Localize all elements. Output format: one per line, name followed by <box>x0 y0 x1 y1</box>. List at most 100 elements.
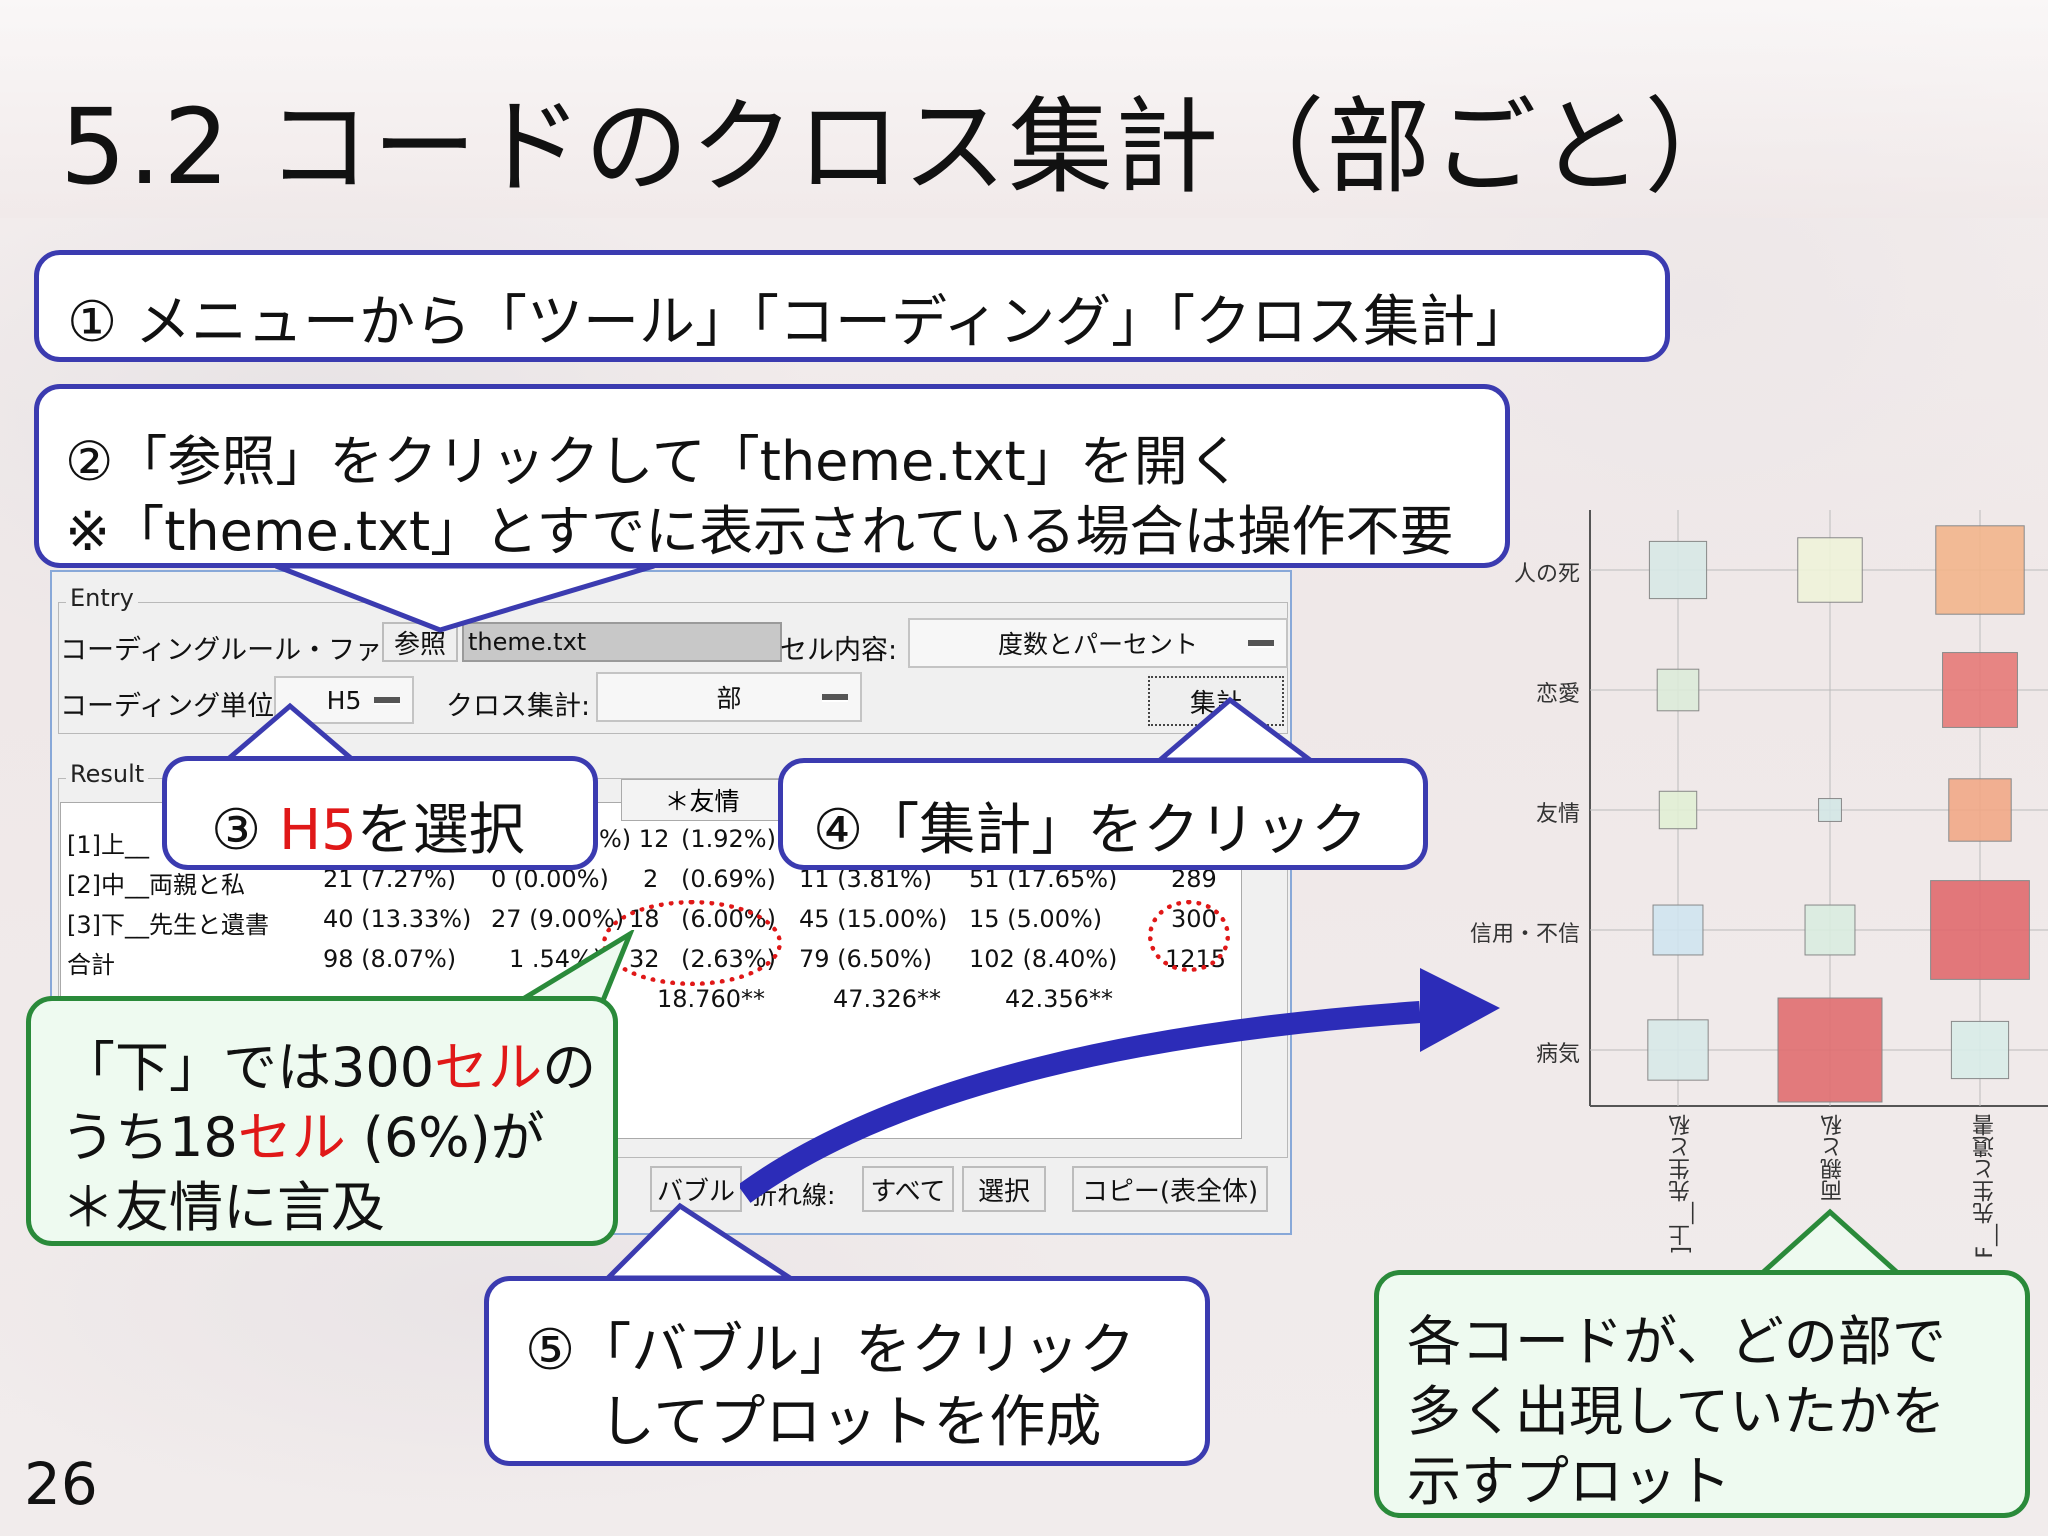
table-row-label: [3]下__先生と遺書 <box>67 911 269 939</box>
bubble-mark <box>1942 652 2018 728</box>
bubble-plot-canvas <box>1589 510 2048 1107</box>
x-label-2: F__先生と遺書 <box>1973 1114 1998 1259</box>
coding-unit-label: コーディング単位: <box>60 691 284 722</box>
note-highlight: セル <box>434 1036 543 1099</box>
step4-pointer <box>1153 696 1318 763</box>
entry-label: Entry <box>66 584 138 612</box>
plot-note-callout: 各コードが、どの部で 多く出現していたかを 示すプロット <box>1374 1270 2030 1518</box>
bubble-mark <box>1935 525 2025 615</box>
step3-callout: ③ H5を選択 <box>162 756 598 870</box>
note-line2: うち18セル (6%)が <box>61 1093 545 1172</box>
step5-text-line2: してプロットを作成 <box>599 1390 1102 1455</box>
bubble-mark <box>1648 540 1708 600</box>
step1-callout: ① メニューから「ツール」「コーディング」「クロス集計」 <box>34 250 1670 362</box>
cell-content-value: 度数とパーセント <box>997 630 1198 659</box>
note-text: うち18 <box>61 1106 238 1169</box>
coding-unit-value: H5 <box>326 685 362 715</box>
note-line3: ＊友情に言及 <box>61 1176 385 1239</box>
page-number: 26 <box>24 1450 98 1518</box>
plot-note-line2: 多く出現していたかを <box>1407 1380 1946 1443</box>
slide-title: 5.2 コードのクロス集計（部ごと） <box>60 86 1751 208</box>
table-row-label: [1]上__ <box>67 831 149 859</box>
crosstab-select[interactable]: 部 <box>596 672 862 722</box>
arrow-to-plot <box>740 968 1500 1203</box>
y-label-4: 病気 <box>1535 1042 1580 1067</box>
highlight-300-cells <box>1148 900 1230 972</box>
bubble-mark <box>1930 880 2030 980</box>
copy-table-button[interactable]: コピー(表全体) <box>1072 1166 1268 1212</box>
bubble-mark <box>1797 537 1863 603</box>
plot-note-line3: 示すプロット <box>1407 1450 1731 1513</box>
note-text: の <box>542 1036 597 1099</box>
chi-square-value: 42.356** <box>1005 985 1113 1013</box>
chi-square-value: 18.760** <box>657 985 765 1013</box>
dropdown-arrow-icon <box>822 694 848 702</box>
step1-text: ① メニューから「ツール」「コーディング」「クロス集計」 <box>67 290 1532 355</box>
bubble-plot: 人の死 恋愛 友情 信用・不信 病気 ]上__先生と私 両親と私 F__先生と遺… <box>1440 490 2048 1290</box>
table-row-label: 合計 <box>67 951 115 979</box>
bubble-plot-button[interactable]: バブル <box>650 1166 742 1212</box>
column-header-friendship[interactable]: ＊友情 <box>621 779 783 821</box>
step3-highlight: H5 <box>279 798 357 863</box>
note-line1: 「下」では300セルの <box>61 1023 596 1102</box>
note-text: (6%)が <box>345 1106 545 1169</box>
table-cell: 40 (13.33%) <box>323 905 472 933</box>
bubble-mark <box>1950 1020 2010 1080</box>
plot-note-line1: 各コードが、どの部で <box>1407 1310 1946 1373</box>
table-row-label: [2]中__両親と私 <box>67 871 245 899</box>
line-select-button[interactable]: 選択 <box>962 1166 1046 1212</box>
bubble-mark <box>1818 798 1842 822</box>
step4-callout: ④「集計」をクリック <box>778 758 1428 870</box>
y-label-0: 人の死 <box>1513 562 1580 587</box>
step4-text: ④「集計」をクリック <box>813 798 1368 863</box>
bubble-mark <box>1656 668 1700 712</box>
note-text: 「下」では300 <box>61 1036 435 1099</box>
step3-text: ③ H5を選択 <box>211 785 525 866</box>
step2-text-line2: ※「theme.txt」とすでに表示されている場合は操作不要 <box>65 500 1454 563</box>
cell-content-label: セル内容: <box>780 635 898 666</box>
table-cell: %) 12 <box>599 825 670 853</box>
table-cell: 27 (9.00%) <box>491 905 625 933</box>
y-label-2: 友情 <box>1535 802 1580 827</box>
rule-file-field[interactable]: theme.txt <box>462 622 782 662</box>
step5-callout: ⑤「バブル」をクリック してプロットを作成 <box>484 1276 1210 1466</box>
note-highlight: セル <box>237 1106 346 1169</box>
table-cell: 98 (8.07%) <box>323 945 457 973</box>
title-band <box>0 0 2048 218</box>
x-label-1: 両親と私 <box>1821 1114 1846 1202</box>
cell-content-select[interactable]: 度数とパーセント <box>908 618 1288 668</box>
entry-group <box>58 602 1288 734</box>
bubble-mark <box>1652 904 1704 956</box>
table-cell: 2 <box>643 865 659 893</box>
bubble-mark <box>1658 790 1698 830</box>
crosstab-value: 部 <box>716 684 742 713</box>
step3-rest: を選択 <box>356 798 525 863</box>
table-cell: 45 (15.00%) <box>799 905 948 933</box>
table-cell: 102 (8.40%) <box>969 945 1118 973</box>
result-group <box>58 778 1288 1158</box>
bubble-mark <box>1804 904 1856 956</box>
step2-callout: ②「参照」をクリックして「theme.txt」を開く ※「theme.txt」と… <box>34 384 1510 568</box>
table-cell: (1.92%) <box>681 825 776 853</box>
chi-square-value: 47.326** <box>833 985 941 1013</box>
dropdown-arrow-icon <box>374 697 400 705</box>
result-label: Result <box>66 760 149 788</box>
table-cell: 79 (6.50%) <box>799 945 933 973</box>
crosstab-label: クロス集計: <box>446 691 591 722</box>
step5-text-line1: ⑤「バブル」をクリック <box>525 1318 1136 1383</box>
bubble-mark <box>1948 778 2012 842</box>
step2-text-line1: ②「参照」をクリックして「theme.txt」を開く <box>65 430 1242 493</box>
highlight-18-cells <box>602 900 782 986</box>
y-label-1: 恋愛 <box>1535 682 1580 707</box>
y-label-3: 信用・不信 <box>1469 922 1580 947</box>
table-cell: (0.69%) <box>681 865 776 893</box>
bubble-mark <box>1647 1019 1709 1081</box>
line-all-button[interactable]: すべて <box>862 1166 954 1212</box>
x-label-0: ]上__先生と私 <box>1669 1114 1694 1255</box>
note-callout: 「下」では300セルの うち18セル (6%)が ＊友情に言及 <box>26 996 618 1246</box>
coding-unit-select[interactable]: H5 <box>274 676 414 724</box>
step3-number: ③ <box>211 798 280 863</box>
bubble-mark <box>1777 997 1883 1103</box>
dropdown-arrow-icon <box>1248 640 1274 648</box>
table-cell: 15 (5.00%) <box>969 905 1103 933</box>
